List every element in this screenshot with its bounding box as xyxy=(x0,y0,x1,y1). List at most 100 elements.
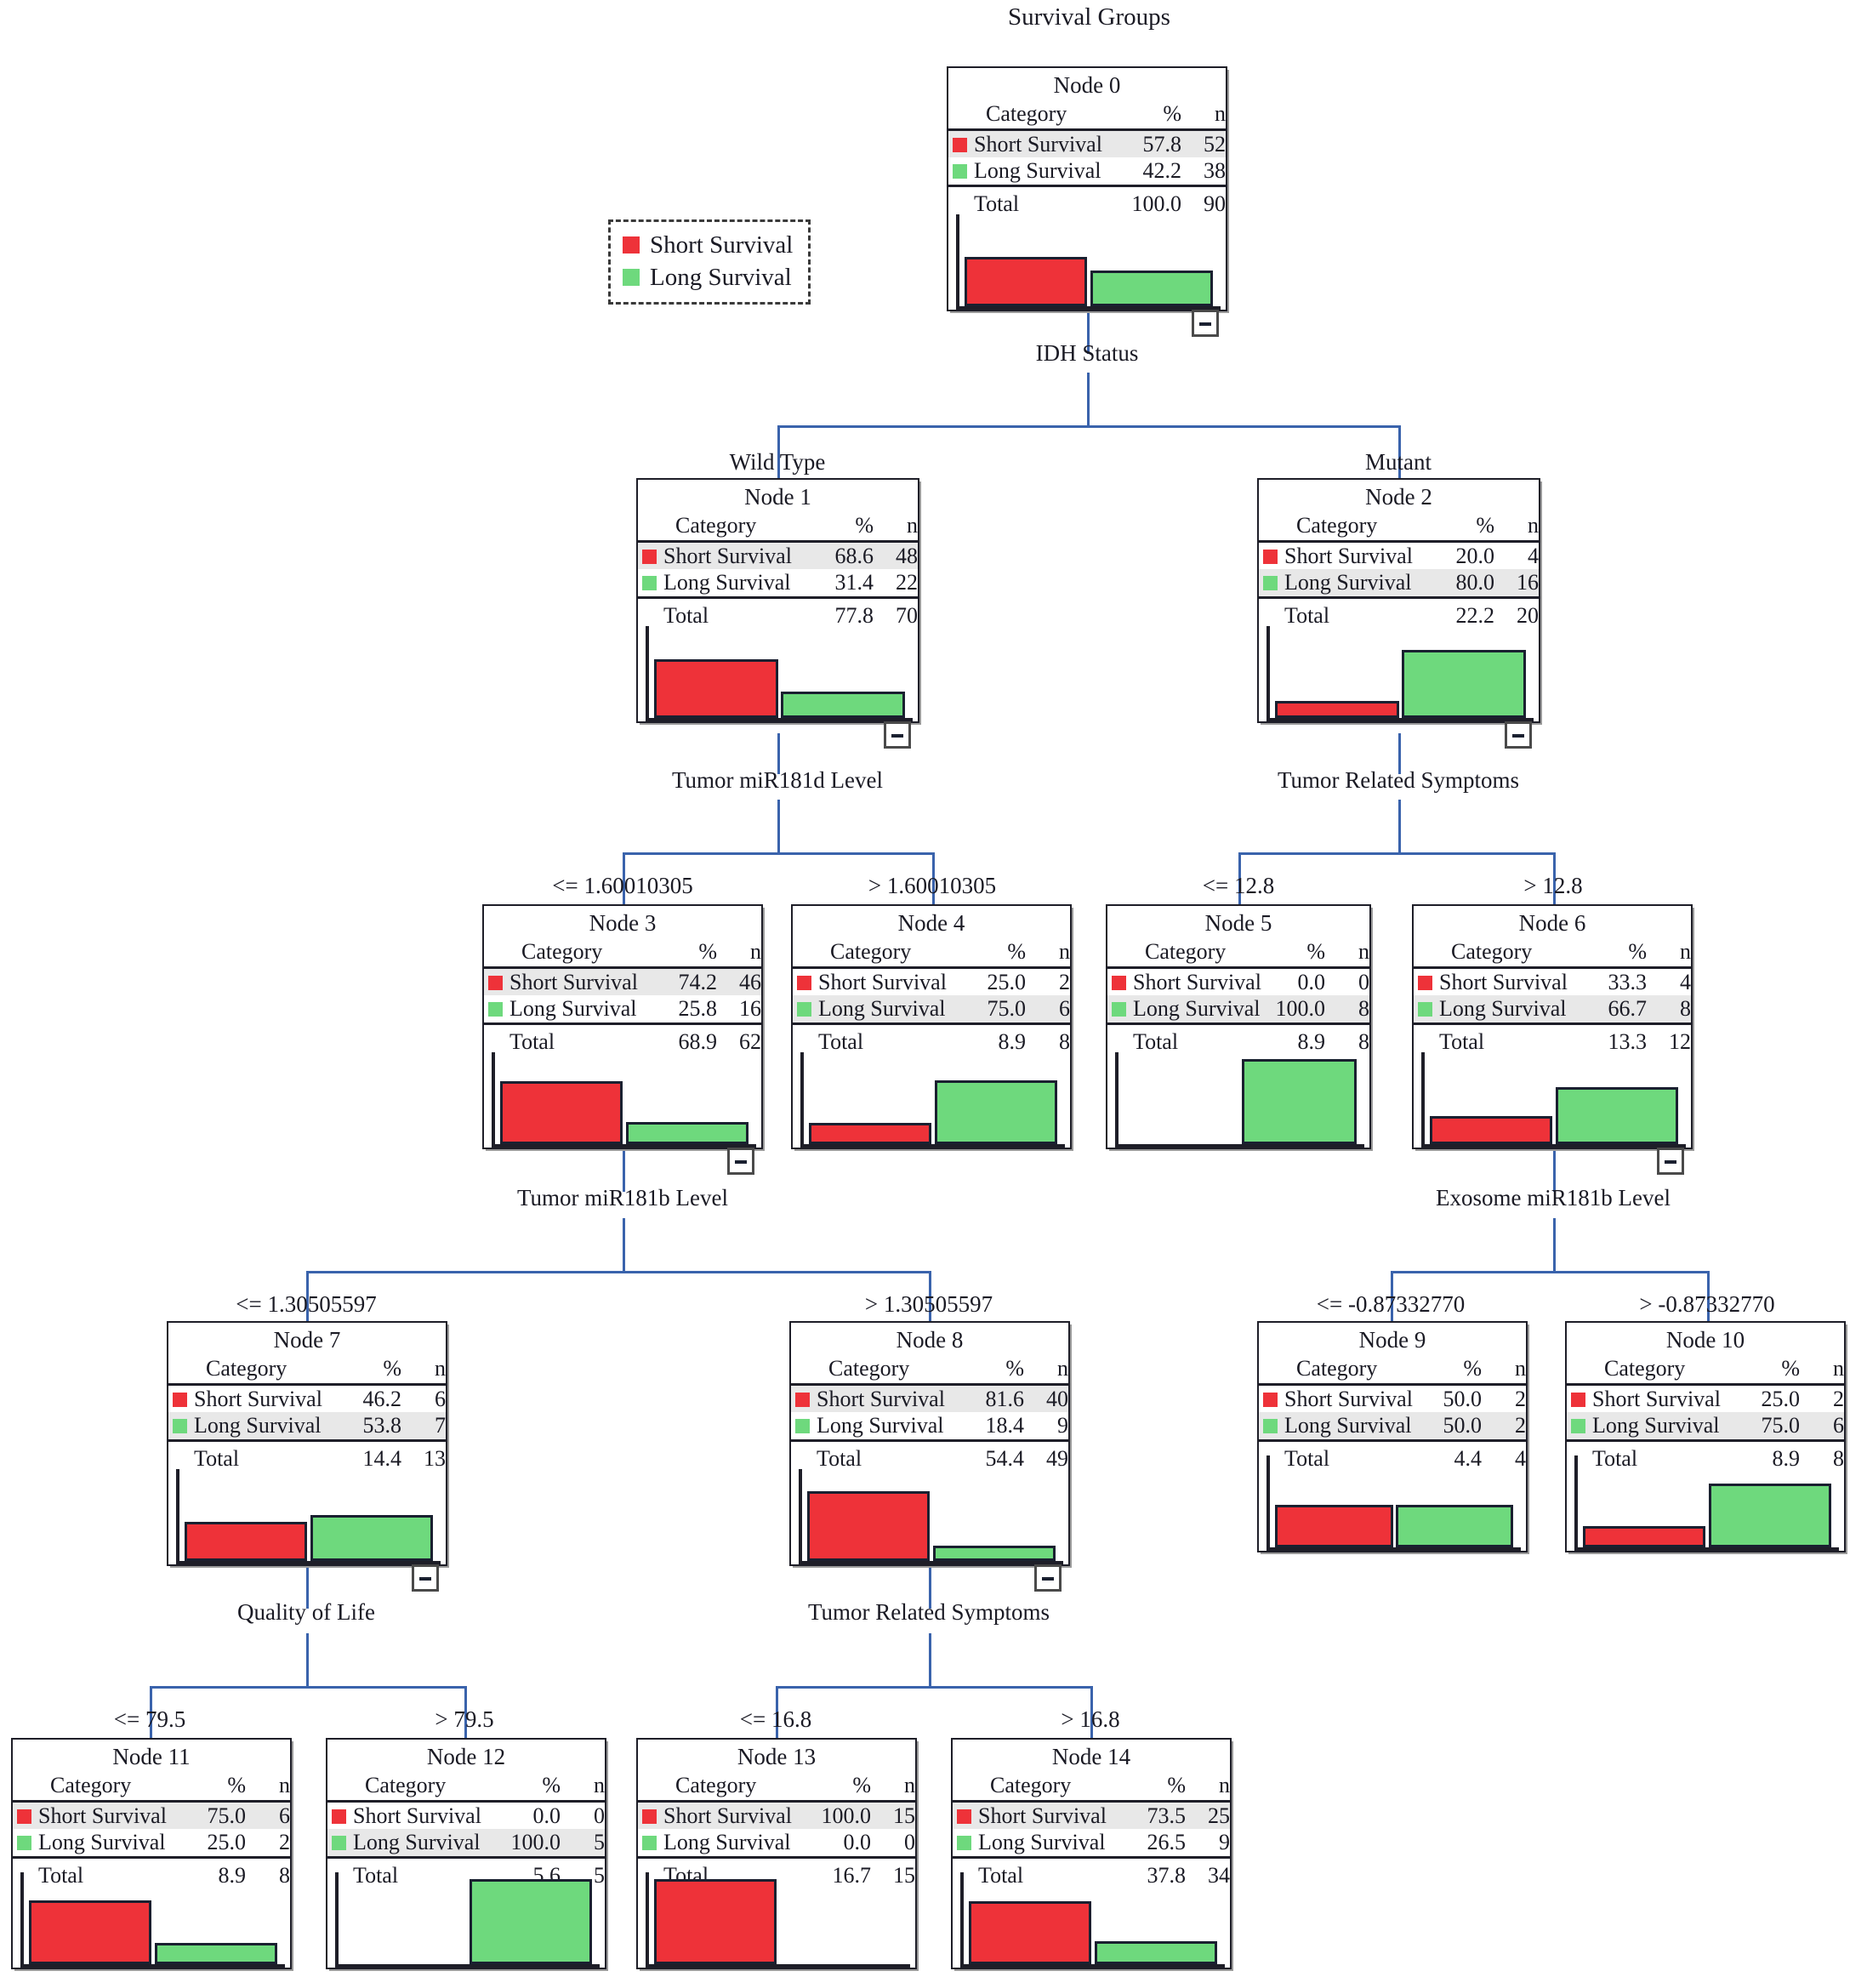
connector-split1-right-up xyxy=(932,852,935,886)
connector-node8-stem xyxy=(929,1568,931,1609)
cell-total-label: Total xyxy=(663,603,709,629)
cell-percent: 33.3 xyxy=(1608,969,1648,994)
bar-chart-axes xyxy=(960,1872,1225,1968)
cell-total-percent: 8.9 xyxy=(998,1029,1027,1055)
collapse-node-button-node6[interactable] xyxy=(1657,1148,1684,1175)
cell-percent: 100.0 xyxy=(1244,995,1325,1023)
connector-split6-right-down xyxy=(1707,1302,1710,1325)
collapse-node-button-node0[interactable] xyxy=(1192,310,1219,337)
connector-split2-bar xyxy=(1238,852,1553,855)
node-title: Node 3 xyxy=(589,910,657,936)
cell-n: 46 xyxy=(717,967,761,996)
swatch-short-survival xyxy=(488,975,503,990)
collapse-node-button-node7[interactable] xyxy=(412,1564,439,1592)
cell-n: 52 xyxy=(1181,129,1226,158)
cell-category: Long Survival xyxy=(663,1830,791,1855)
node-title: Node 5 xyxy=(1204,910,1272,936)
cell-n: 0 xyxy=(594,1803,605,1828)
legend-item-long-survival: Long Survival xyxy=(623,261,796,293)
branch-label-symptoms16-gt: > 16.8 xyxy=(1061,1706,1120,1732)
cell-total-percent: 8.9 xyxy=(1297,1029,1326,1055)
cell-n: 2 xyxy=(1059,969,1070,994)
bar-long-survival xyxy=(1241,1059,1358,1144)
table-header-row: Category%n xyxy=(1567,1355,1844,1383)
header-category: Category xyxy=(1296,1356,1378,1381)
cell-n: 8 xyxy=(1647,995,1691,1023)
node-title: Node 13 xyxy=(737,1744,817,1769)
node-bar-chart xyxy=(13,1872,290,1968)
swatch-long-survival xyxy=(797,1002,811,1017)
bar-chart-axes xyxy=(956,214,1221,310)
connector-split8-left-down xyxy=(776,1717,778,1740)
cell-category: Short Survival xyxy=(1284,543,1413,568)
bar-chart-axes xyxy=(492,1052,756,1148)
swatch-short-survival xyxy=(795,1392,810,1407)
cell-category: Short Survival xyxy=(194,1386,322,1411)
cell-total-label: Total xyxy=(194,1446,240,1472)
bar-chart-axes xyxy=(1574,1455,1839,1551)
header-n: n xyxy=(907,513,918,538)
swatch-long-survival xyxy=(642,576,657,591)
header-percent: % xyxy=(852,1773,871,1797)
cell-total-percent: 8.9 xyxy=(218,1863,247,1888)
cell-total-label: Total xyxy=(353,1863,399,1888)
branch-label-symptoms16-le: <= 16.8 xyxy=(739,1706,812,1732)
table-header-row: Category%n xyxy=(791,1355,1068,1383)
header-percent: % xyxy=(1306,939,1325,964)
connector-split6-left-down xyxy=(1391,1302,1393,1325)
bar-long-survival xyxy=(310,1515,433,1561)
cell-total-percent: 77.8 xyxy=(834,603,874,629)
collapse-node-button-node1[interactable] xyxy=(884,721,911,749)
bar-long-survival xyxy=(154,1943,277,1964)
header-percent: % xyxy=(1463,1356,1482,1381)
cell-category: Long Survival xyxy=(353,1829,481,1857)
connector-split0-left-down xyxy=(777,459,780,481)
legend-swatch-long-survival xyxy=(623,269,640,286)
cell-n: 40 xyxy=(1024,1384,1068,1413)
connector-split8-right-up xyxy=(1090,1686,1093,1720)
collapse-node-button-node3[interactable] xyxy=(727,1148,754,1175)
bar-long-survival xyxy=(781,692,905,718)
bar-long-survival xyxy=(1402,650,1526,718)
connector-split2-left-down xyxy=(1238,883,1241,907)
collapse-node-button-node8[interactable] xyxy=(1034,1564,1062,1592)
table-header-row: Category%n xyxy=(1107,938,1369,966)
header-percent: % xyxy=(1476,513,1494,538)
swatch-long-survival xyxy=(953,164,967,179)
header-percent: % xyxy=(1628,939,1647,964)
cell-n: 9 xyxy=(1219,1830,1230,1855)
header-category: Category xyxy=(990,1773,1072,1797)
collapse-node-button-node2[interactable] xyxy=(1505,721,1532,749)
swatch-short-survival xyxy=(642,1809,657,1824)
header-n: n xyxy=(1057,1356,1068,1381)
node-bar-chart xyxy=(1567,1455,1844,1551)
header-n: n xyxy=(1215,101,1226,126)
bar-short-survival xyxy=(29,1900,152,1964)
